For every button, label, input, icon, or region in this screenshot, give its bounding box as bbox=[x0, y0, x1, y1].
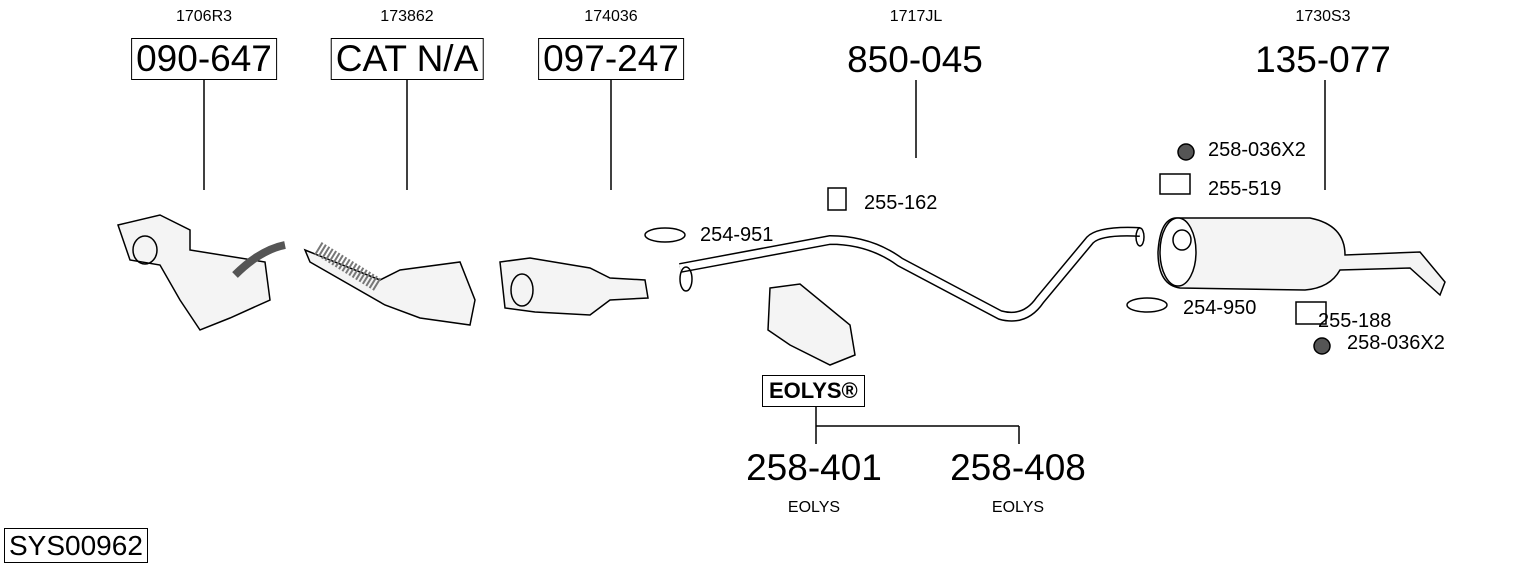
accessory-label[interactable]: 255-188 bbox=[1318, 310, 1392, 332]
part-code: 174036 bbox=[584, 8, 638, 25]
accessory-label[interactable]: 254-951 bbox=[700, 224, 774, 246]
accessory-label[interactable]: 255-162 bbox=[864, 192, 938, 214]
part-number[interactable]: 258-401 bbox=[746, 447, 882, 488]
dpf-drawing bbox=[499, 257, 649, 316]
part-desc: EOLYS bbox=[787, 499, 841, 516]
system-id: SYS00962 bbox=[4, 528, 148, 563]
part-desc: EOLYS bbox=[991, 499, 1045, 516]
accessory-label[interactable]: 255-519 bbox=[1208, 178, 1282, 200]
part-number[interactable]: 090-647 bbox=[131, 38, 277, 80]
part-code: 1717JL bbox=[889, 8, 943, 25]
clamp-icons bbox=[644, 143, 1331, 355]
rear-silencer-drawing bbox=[1157, 217, 1446, 297]
part-number[interactable]: 135-077 bbox=[1255, 39, 1391, 80]
middle-pipe-drawing bbox=[679, 226, 1145, 322]
part-number[interactable]: CAT N/A bbox=[330, 38, 484, 80]
flex-pipe-cat-drawing bbox=[303, 242, 476, 326]
part-number[interactable]: 258-408 bbox=[950, 447, 1086, 488]
part-code: 1730S3 bbox=[1295, 8, 1351, 25]
part-number[interactable]: 850-045 bbox=[847, 39, 983, 80]
manifold-cat-drawing bbox=[117, 214, 286, 331]
eolys-tank-drawing bbox=[767, 283, 856, 366]
part-code: 1706R3 bbox=[175, 8, 233, 25]
accessory-label[interactable]: 258-036X2 bbox=[1347, 332, 1445, 354]
part-number[interactable]: 097-247 bbox=[538, 38, 684, 80]
eolys-logo: EOLYS® bbox=[762, 375, 865, 407]
accessory-label[interactable]: 254-950 bbox=[1183, 297, 1257, 319]
part-code: 173862 bbox=[380, 8, 434, 25]
accessory-label[interactable]: 258-036X2 bbox=[1208, 139, 1306, 161]
leader-lines bbox=[203, 80, 1326, 444]
